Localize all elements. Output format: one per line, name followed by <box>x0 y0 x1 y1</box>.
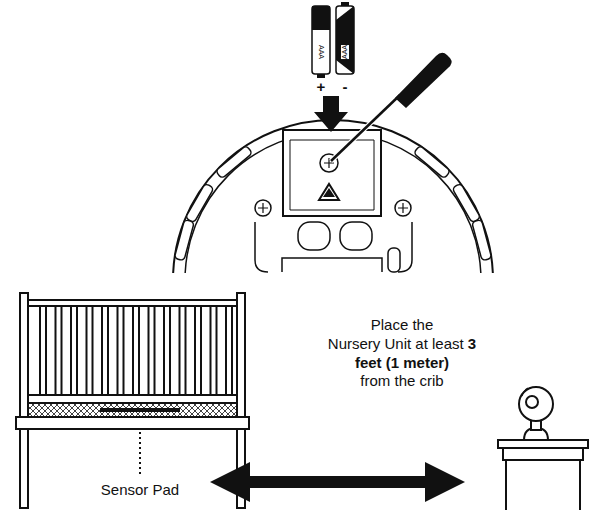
note-number: 3 <box>468 335 476 352</box>
insert-arrow <box>314 96 348 132</box>
note-text: Place the <box>328 316 476 335</box>
distance-arrow <box>210 462 465 502</box>
polarity-mark: + <box>317 78 326 95</box>
battery-label: AAA <box>341 45 349 59</box>
polarity-mark: - <box>343 78 348 95</box>
part-label: Sensor Pad <box>101 481 179 498</box>
placement-note: Place theNursery Unit at least 3 feet (1 … <box>326 316 478 391</box>
note-text: Nursery Unit at least <box>328 335 464 352</box>
crib <box>16 293 249 508</box>
note-text: from the crib <box>328 372 476 391</box>
battery-label: AAA <box>317 45 325 59</box>
note-distance: feet (1 meter) <box>328 354 476 373</box>
batteries <box>312 2 354 78</box>
nursery-unit-base <box>173 120 493 273</box>
table-with-nursery-unit <box>498 387 588 510</box>
